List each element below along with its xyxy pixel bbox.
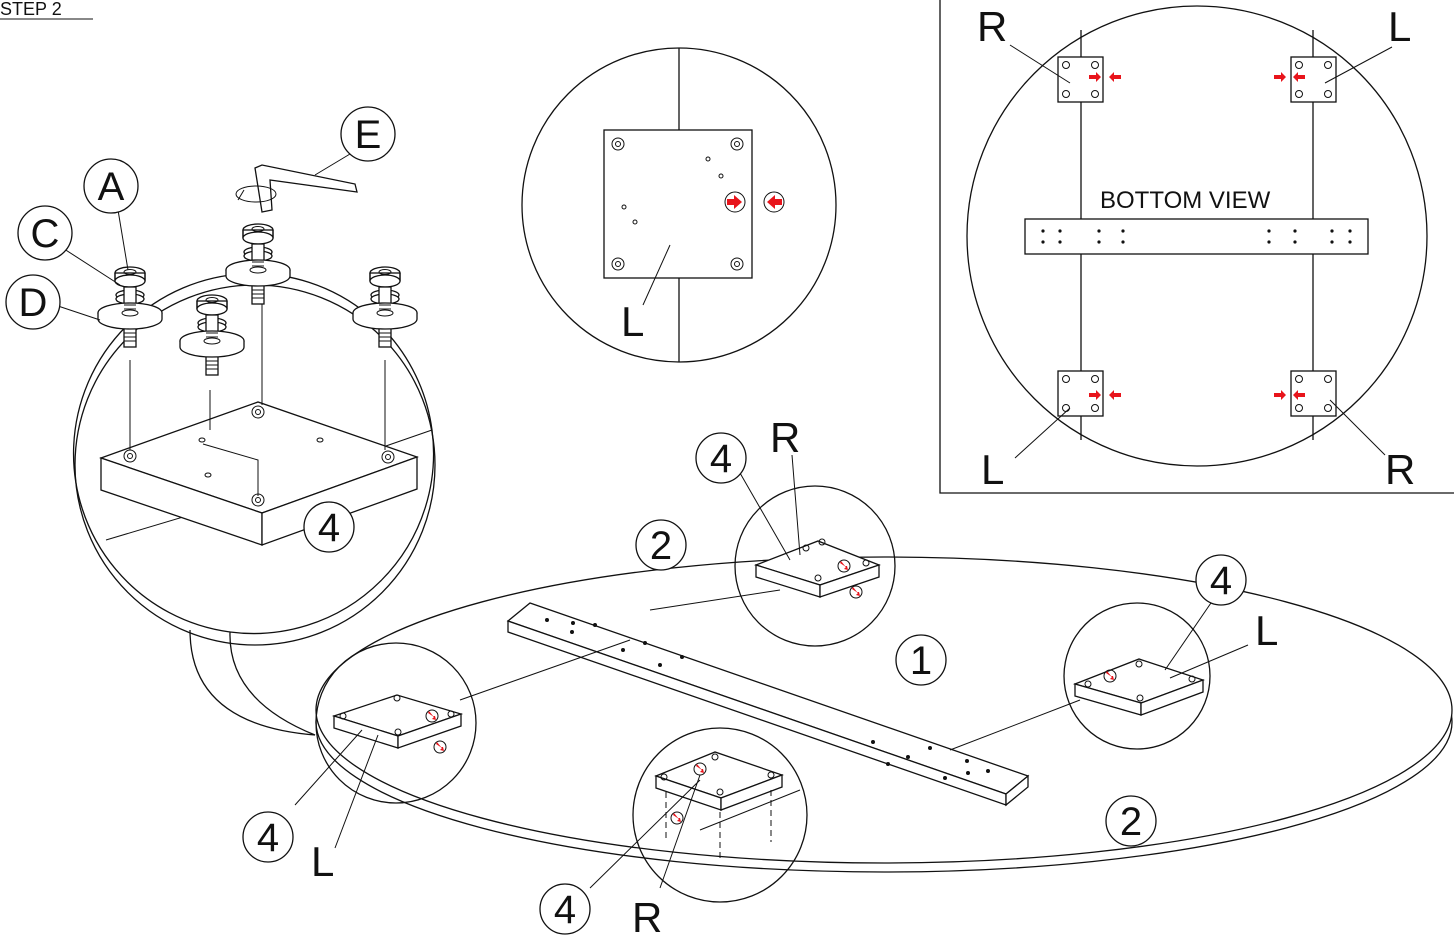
bottom-view-label-top-right: L bbox=[1388, 3, 1411, 50]
top-label-R: R bbox=[770, 414, 800, 461]
callout-4-left-label: 4 bbox=[257, 816, 279, 860]
bracket-detail-left bbox=[294, 642, 477, 849]
center-beam bbox=[506, 602, 1030, 807]
right-label-L: L bbox=[1255, 607, 1278, 654]
callout-4-detail: 4 bbox=[303, 501, 355, 553]
callout-1: 1 bbox=[895, 634, 947, 686]
hardware-detail bbox=[54, 144, 436, 736]
callout-2-right-label: 2 bbox=[1120, 800, 1142, 844]
bottom-view-label-bottom-right: R bbox=[1385, 446, 1415, 493]
callout-1-label: 1 bbox=[910, 639, 932, 683]
callout-D-label: D bbox=[19, 281, 48, 325]
bottom-view-title: BOTTOM VIEW bbox=[1100, 187, 1271, 214]
zoom-label-L: L bbox=[621, 298, 644, 345]
callout-2-right: 2 bbox=[1105, 795, 1157, 847]
callout-D: D bbox=[5, 274, 61, 330]
tabletop-assembly bbox=[315, 556, 1453, 873]
step-label: STEP 2 bbox=[0, 0, 62, 19]
callout-4-right-label: 4 bbox=[1210, 559, 1232, 603]
callout-4-top-label: 4 bbox=[710, 437, 732, 481]
callout-C: C bbox=[17, 205, 73, 261]
front-label-R: R bbox=[632, 894, 662, 937]
callout-E-label: E bbox=[355, 113, 382, 157]
callout-A: A bbox=[83, 158, 139, 214]
bottom-view-label-bottom-left: L bbox=[981, 446, 1004, 493]
callout-4-left: 4 bbox=[242, 811, 294, 863]
left-label-L: L bbox=[311, 838, 334, 885]
callout-4-top: 4 bbox=[695, 432, 747, 484]
bracket-detail-front bbox=[589, 727, 808, 903]
bottom-view-label-top-left: R bbox=[977, 3, 1007, 50]
callout-4-front-label: 4 bbox=[554, 888, 576, 932]
callout-C-label: C bbox=[31, 212, 60, 256]
bottom-view: BOTTOM VIEW R L L R bbox=[939, 0, 1454, 494]
bracket-detail-right bbox=[1063, 599, 1249, 750]
callout-2-top: 2 bbox=[635, 519, 687, 571]
callout-A-label: A bbox=[98, 165, 125, 209]
callout-4-front: 4 bbox=[539, 883, 591, 935]
callout-4-right: 4 bbox=[1195, 554, 1247, 606]
callout-E: E bbox=[340, 106, 396, 162]
callout-4-detail-label: 4 bbox=[318, 506, 340, 550]
callout-2-top-label: 2 bbox=[650, 524, 672, 568]
zoom-detail bbox=[521, 47, 837, 363]
bracket-detail-top bbox=[734, 454, 896, 647]
